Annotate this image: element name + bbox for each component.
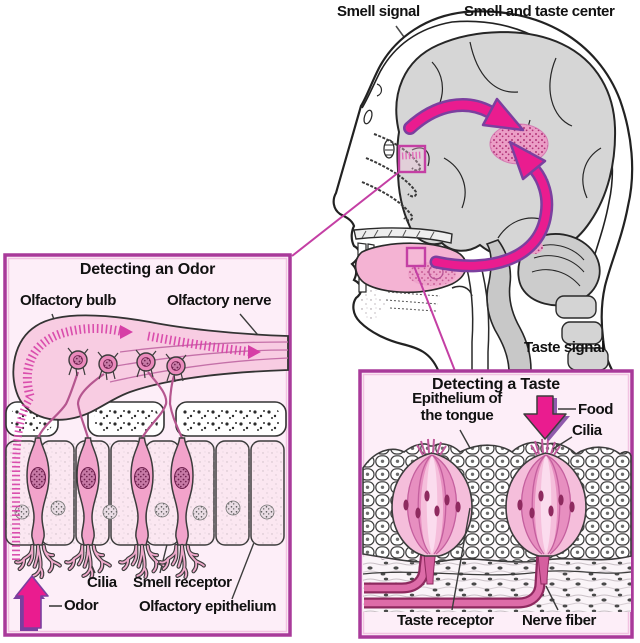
chin-muscle-stipple <box>359 289 385 319</box>
smell-receptor-label: Smell receptor <box>133 574 232 591</box>
nerve-impulse-dashes <box>12 324 261 560</box>
cilia-label-odor: Cilia <box>87 574 117 591</box>
nasal-turbinates <box>361 133 422 222</box>
cervical-vertebrae <box>555 295 609 371</box>
taste-inset-title: Detecting a Taste <box>432 376 560 393</box>
olfactory-epithelium-label: Olfactory epithelium <box>139 598 277 615</box>
taste-signal-arrow <box>429 140 554 273</box>
food-label: Food <box>578 401 614 418</box>
nose-zoom-marker <box>397 144 427 174</box>
nerve-fiber-label: Nerve fiber <box>522 612 596 629</box>
cilia-label-taste: Cilia <box>572 422 602 439</box>
bone-capsule-hatch <box>385 144 393 156</box>
smell-taste-center-label: Smell and taste center <box>464 3 615 20</box>
nerve-fibers <box>364 551 548 609</box>
cerebellum-striations <box>531 244 585 287</box>
receptor-axons <box>36 371 184 439</box>
odor-inset-title: Detecting an Odor <box>79 261 216 278</box>
epithelium-of-tongue-label-line2: the tongue <box>420 407 494 424</box>
eye-slit <box>363 109 373 125</box>
head-profile-illustration <box>291 10 634 372</box>
odor-arrow <box>13 575 62 631</box>
olfactory-bulb-label: Olfactory bulb <box>20 292 117 309</box>
smell-signal-arrow <box>403 97 525 135</box>
odor-inset-illustration <box>3 253 292 637</box>
connector-to-taste-inset <box>413 265 456 372</box>
taste-receptor-label: Taste receptor <box>397 612 494 629</box>
food-arrow <box>523 395 570 441</box>
sinus-fold <box>376 83 383 97</box>
tongue-zoom-marker <box>405 246 427 268</box>
olfactory-nerve-label: Olfactory nerve <box>167 292 272 309</box>
palate-hatch <box>361 229 435 240</box>
tissue-boundary-line <box>362 570 632 576</box>
odor-label: Odor <box>64 597 99 614</box>
smell-signal-label: Smell signal <box>337 3 420 20</box>
epithelium-of-tongue-label-line1: Epithelium of <box>412 390 502 407</box>
connector-to-odor-inset <box>291 171 400 257</box>
taste-signal-label: Taste signal <box>524 339 605 356</box>
taste-inset-illustration <box>358 369 634 639</box>
mouth-floor-hatch <box>385 291 441 312</box>
taste-inset-leader-lines <box>451 408 576 611</box>
